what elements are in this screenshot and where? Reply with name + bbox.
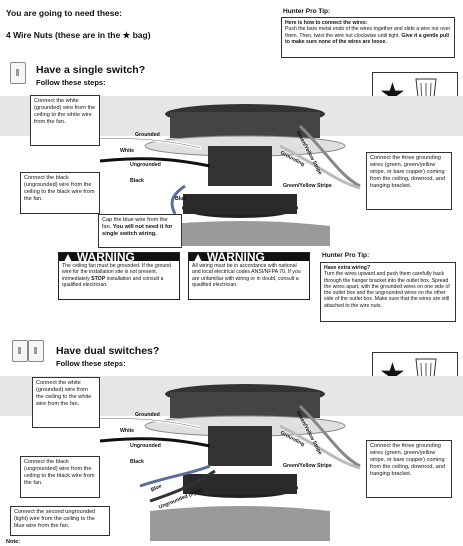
wire-label: Black bbox=[130, 178, 144, 184]
wire-nuts-line: 4 Wire Nuts (these are in the ★ bag) bbox=[6, 30, 151, 41]
pro-tip-box: Here is how to connect the wires: Push t… bbox=[281, 17, 455, 58]
wire-label: Green/Yellow Stripe bbox=[283, 183, 332, 189]
step-blue-bold: You will not need it for single switch w… bbox=[102, 224, 173, 237]
needs-heading: You are going to need these: bbox=[6, 8, 123, 18]
star-icon: ★ bbox=[122, 30, 131, 40]
step-blue-text: Cap the blue wire from the fan. bbox=[102, 217, 168, 230]
wire-label: Ungrounded bbox=[130, 162, 161, 168]
pro-tip-heading: Here is how to connect the wires: bbox=[285, 20, 368, 26]
wire-label: Black bbox=[130, 459, 144, 465]
wire-label: Grounded bbox=[135, 132, 160, 138]
pro-tip-bold: Give it a gentle pull to make sure none … bbox=[285, 32, 449, 45]
bag-text: bag) bbox=[132, 30, 151, 40]
light-switch-icon bbox=[10, 62, 26, 84]
warning-ground: ▲WARNING The ceiling fan must be grounde… bbox=[58, 250, 180, 300]
dual-switch-title: Have dual switches? bbox=[56, 345, 160, 357]
warning-stop: STOP bbox=[91, 275, 106, 282]
single-switch-subtitle: Follow these steps: bbox=[36, 78, 106, 87]
wire-label: Ungrounded bbox=[130, 443, 161, 449]
warning-icon: ▲ bbox=[192, 250, 204, 264]
step-ground-box: Connect the three grounding wires (green… bbox=[366, 152, 452, 210]
pro-tip-body: Turn the wires upward and push them care… bbox=[324, 271, 450, 309]
warning-text: All wiring must be in accordance with na… bbox=[192, 263, 301, 288]
step-black-box: Connect the black (ungrounded) wire from… bbox=[20, 172, 100, 214]
step-black-box: Connect the black (ungrounded) wire from… bbox=[20, 456, 100, 498]
wire-label: Green/Yellow Stripe bbox=[283, 463, 332, 469]
wire-label: White bbox=[120, 428, 135, 434]
pro-tip-body: Push the bare metal ends of the wires to… bbox=[285, 26, 451, 39]
warning-text: The ceiling fan must be grounded. If the… bbox=[62, 263, 172, 282]
warning-text: installation and consult a qualified ele… bbox=[62, 275, 164, 288]
dual-switch-subtitle: Follow these steps: bbox=[56, 359, 126, 368]
fan-wiring-diagram-dual bbox=[0, 376, 463, 541]
step-blue-box: Cap the blue wire from the fan. You will… bbox=[98, 214, 182, 248]
warning-title: WARNING bbox=[76, 250, 135, 264]
light-switch-icon bbox=[12, 340, 28, 362]
warning-title: WARNING bbox=[206, 250, 265, 264]
single-switch-title: Have a single switch? bbox=[36, 64, 146, 76]
step-ground-box: Connect the three grounding wires (green… bbox=[366, 440, 452, 498]
pro-tip-title: Hunter Pro Tip: bbox=[283, 8, 331, 15]
pro-tip-box: Have extra wiring? Turn the wires upward… bbox=[320, 262, 456, 322]
warning-codes: ▲WARNING All wiring must be in accordanc… bbox=[188, 250, 310, 300]
step-white-box: Connect the white (grounded) wire from t… bbox=[32, 377, 100, 428]
wire-nuts-text: 4 Wire Nuts (these are in the bbox=[6, 30, 121, 40]
step-blue-box: Connect the second ungrounded (light) wi… bbox=[10, 506, 110, 536]
wire-label: Grounded bbox=[135, 412, 160, 418]
wire-label: Blue bbox=[175, 196, 187, 202]
pro-tip-heading: Have extra wiring? bbox=[324, 265, 371, 271]
warning-icon: ▲ bbox=[62, 250, 74, 264]
pro-tip-title: Hunter Pro Tip: bbox=[322, 252, 370, 259]
wire-label: White bbox=[120, 148, 135, 154]
footer-note: Note: bbox=[6, 539, 21, 545]
light-switch-icon bbox=[28, 340, 44, 362]
step-white-box: Connect the white (grounded) wire from t… bbox=[30, 95, 100, 146]
